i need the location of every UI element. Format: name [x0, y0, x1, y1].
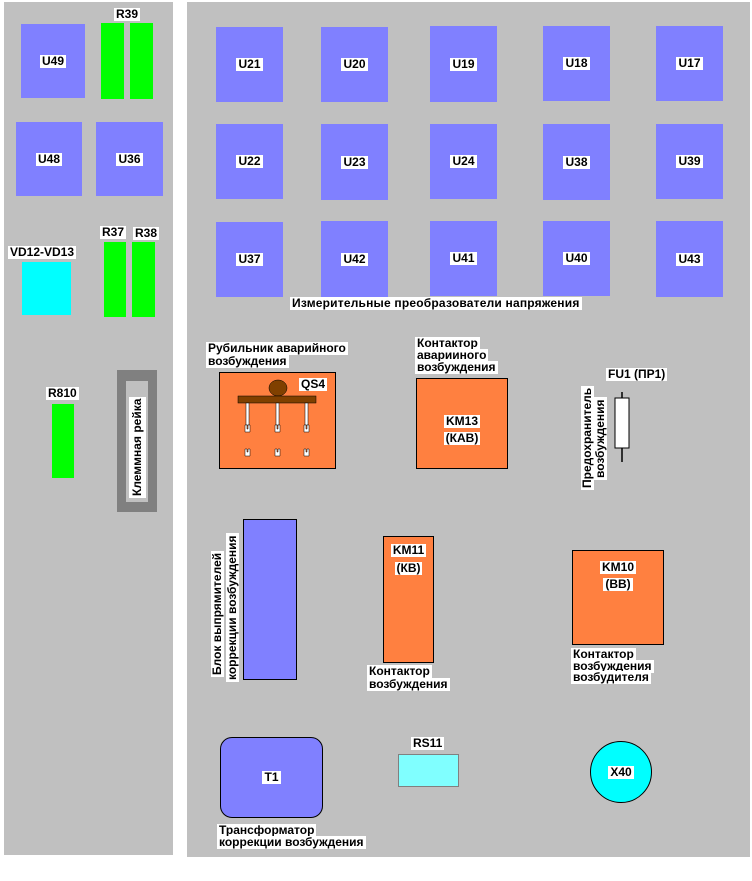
- module-u23: U23: [321, 124, 388, 200]
- transformer-t1: T1: [220, 737, 323, 818]
- module-u38: U38: [543, 124, 610, 200]
- rectifier-label-2: коррекции возбуждения: [225, 533, 239, 682]
- t1-label-2: коррекции возбуждения: [217, 835, 366, 849]
- contactor-km10: KM10 (ВВ): [572, 550, 664, 645]
- resistor-r37: [104, 242, 126, 317]
- km11-label-1: Контактор: [367, 664, 432, 678]
- fu1-name: FU1 (ПР1): [606, 367, 668, 381]
- resistor-r39a: [101, 23, 124, 99]
- switch-qs4: QS4: [219, 372, 336, 469]
- r38-label: R38: [133, 226, 160, 240]
- module-u40: U40: [543, 221, 610, 296]
- t1-label-1: Трансформатор: [217, 823, 317, 837]
- contactor-km11: KM11 (КВ): [383, 536, 434, 663]
- module-u42: U42: [321, 221, 388, 297]
- transducers-caption: Измерительные преобразователи напряжения: [290, 296, 582, 310]
- r810-label: R810: [46, 386, 79, 400]
- knife-switch-icon: [237, 379, 317, 457]
- module-u36: U36: [96, 122, 163, 196]
- module-u20: U20: [321, 27, 388, 102]
- km13-label-1: Контактор: [415, 336, 480, 350]
- resistor-r810: [52, 404, 74, 478]
- diode-vd12: [22, 262, 71, 315]
- connector-x40: X40: [590, 741, 652, 803]
- resistor-r38: [132, 242, 155, 317]
- module-u41: U41: [430, 221, 497, 296]
- vd12-label: VD12-VD13: [8, 245, 77, 259]
- module-u43: U43: [656, 221, 723, 297]
- km11-label-2: возбуждения: [367, 677, 450, 691]
- r39-label: R39: [114, 7, 141, 21]
- module-u39: U39: [656, 124, 723, 199]
- module-u19: U19: [430, 26, 497, 102]
- km10-label-1: Контактор: [571, 647, 636, 661]
- module-u48: U48: [16, 122, 82, 196]
- qs4-label-1: Рубильник аварийного: [206, 341, 348, 355]
- km13-label-3: возбуждения: [415, 360, 498, 374]
- shunt-rs11: [398, 754, 459, 787]
- resistor-r39b: [130, 23, 153, 99]
- qs4-label-2: возбуждения: [206, 354, 289, 368]
- module-u18: U18: [543, 26, 610, 101]
- module-u24: U24: [430, 124, 497, 199]
- contactor-km13: KM13 (КАВ): [416, 378, 508, 469]
- qs4-name: QS4: [299, 377, 328, 391]
- km13-label-2: аварииного: [415, 348, 489, 362]
- r37-label: R37: [100, 225, 127, 239]
- fuse-fu1-icon: [614, 392, 630, 462]
- module-u22: U22: [216, 124, 283, 199]
- terminal-strip-label: Клеммная рейка: [129, 396, 146, 498]
- fu1-label-2: возбуждения: [593, 397, 607, 480]
- km10-label-2: возбуждения: [571, 659, 654, 673]
- km10-label-3: возбудителя: [571, 670, 651, 684]
- rectifier-label-1: Блок выпрямителей: [210, 550, 224, 677]
- module-u21: U21: [216, 27, 283, 102]
- rectifier-block: [243, 519, 297, 680]
- module-u49: U49: [21, 24, 85, 98]
- rs11-label: RS11: [411, 736, 445, 750]
- module-u37: U37: [216, 222, 283, 297]
- module-u17: U17: [656, 26, 723, 101]
